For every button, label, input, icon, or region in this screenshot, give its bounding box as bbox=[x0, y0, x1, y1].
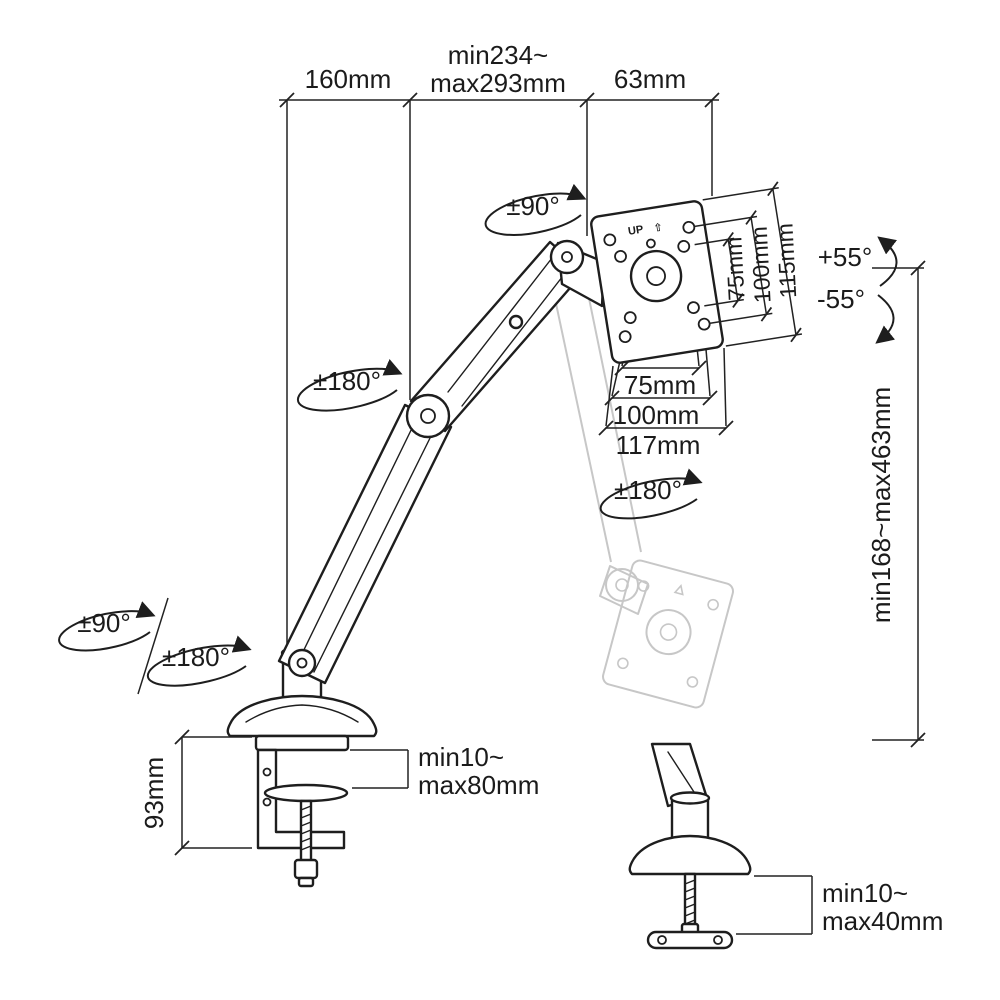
grommet-dome bbox=[628, 834, 752, 876]
clamp-knob bbox=[293, 858, 319, 880]
ghost-up-arrow-icon bbox=[673, 583, 684, 596]
vesa-side-dim-100-label: 100mm bbox=[746, 226, 776, 304]
grommet-range-label-line2: max40mm bbox=[822, 906, 943, 936]
vesa-side-dim-75-label: 75mm bbox=[720, 236, 749, 301]
dim-63-label: 63mm bbox=[614, 64, 686, 94]
dim-234-label-line1: min234~ bbox=[448, 40, 548, 70]
head-bracket bbox=[549, 239, 606, 308]
grommet-range-label-line1: min10~ bbox=[822, 878, 908, 908]
clamp-pad bbox=[263, 783, 349, 803]
vesa-up-arrow-icon: ⇧ bbox=[653, 222, 664, 235]
dim-160-label: 160mm bbox=[305, 64, 392, 94]
monitor-arm bbox=[277, 239, 606, 702]
vesa-side-dimensions: 75mm 100mm 115mm bbox=[694, 181, 803, 347]
ghost-vesa-plate bbox=[602, 559, 734, 709]
tilt-up-label: +55° bbox=[818, 242, 873, 272]
ghost-arm bbox=[550, 268, 734, 709]
height-range-dimension: min168~max463mm bbox=[866, 260, 926, 748]
vesa-rotation-annotation: ±180° bbox=[599, 468, 703, 520]
grommet-plate bbox=[646, 930, 734, 950]
rotation-annotations: ±90° ±180° ±90° ±180° +55° -55° bbox=[58, 183, 898, 695]
rot-base-tilt-label: ±90° bbox=[77, 608, 131, 638]
base-dome bbox=[226, 694, 378, 738]
base-axis-line bbox=[137, 597, 169, 695]
desk-clamp-base bbox=[226, 694, 378, 888]
vesa-bottom-dim-117-label: 117mm bbox=[616, 430, 701, 460]
base-swivel-rotation: ±180° bbox=[137, 597, 252, 695]
mid-joint-rotation: ±180° bbox=[296, 359, 403, 412]
clamp-height-label: 93mm bbox=[139, 757, 169, 829]
dim-234-label-line2: max293mm bbox=[430, 68, 566, 98]
height-range-label: min168~max463mm bbox=[866, 387, 896, 623]
vesa-bottom-dim-75-label: 75mm bbox=[624, 370, 696, 400]
vesa-bottom-dimensions: 75mm 100mm 117mm bbox=[598, 309, 734, 460]
clamp-top-flange bbox=[254, 734, 350, 752]
vesa-bottom-dim-100-label: 100mm bbox=[613, 400, 700, 430]
tension-screw bbox=[508, 314, 524, 330]
tilt-annotation: +55° -55° bbox=[817, 236, 898, 344]
clamp-screw bbox=[293, 799, 319, 888]
vesa-side-dim-115-label: 115mm bbox=[771, 223, 801, 299]
upper-joint-rotation: ±90° bbox=[484, 183, 587, 236]
arm-lower-segment bbox=[277, 403, 453, 685]
rot-base-swivel-label: ±180° bbox=[162, 642, 230, 672]
rot-vesa-label: ±180° bbox=[614, 475, 682, 505]
vesa-holes bbox=[603, 220, 711, 344]
grommet-range-dimension: min10~ max40mm bbox=[736, 875, 943, 936]
elbow-joint bbox=[405, 393, 451, 439]
vesa-up-label: UP bbox=[627, 224, 644, 238]
vesa-plate: UP ⇧ 75mm 100mm 115mm bbox=[590, 181, 803, 364]
tilt-down-label: -55° bbox=[817, 284, 865, 314]
rot-mid-joint-label: ±180° bbox=[313, 366, 381, 396]
clamp-range-label-line2: max80mm bbox=[418, 770, 539, 800]
clamp-height-dimension: 93mm bbox=[139, 729, 252, 856]
top-dimension-chain: 160mm min234~ max293mm 63mm bbox=[279, 40, 720, 652]
clamp-range-dimension: min10~ max80mm bbox=[350, 742, 539, 800]
grommet-mount-detail bbox=[628, 742, 752, 950]
clamp-range-label-line1: min10~ bbox=[418, 742, 504, 772]
rot-upper-joint-label: ±90° bbox=[506, 191, 560, 221]
base-tilt-rotation: ±90° bbox=[58, 601, 156, 652]
arm-upper-segment bbox=[409, 240, 586, 433]
top-extension-lines bbox=[286, 100, 713, 652]
